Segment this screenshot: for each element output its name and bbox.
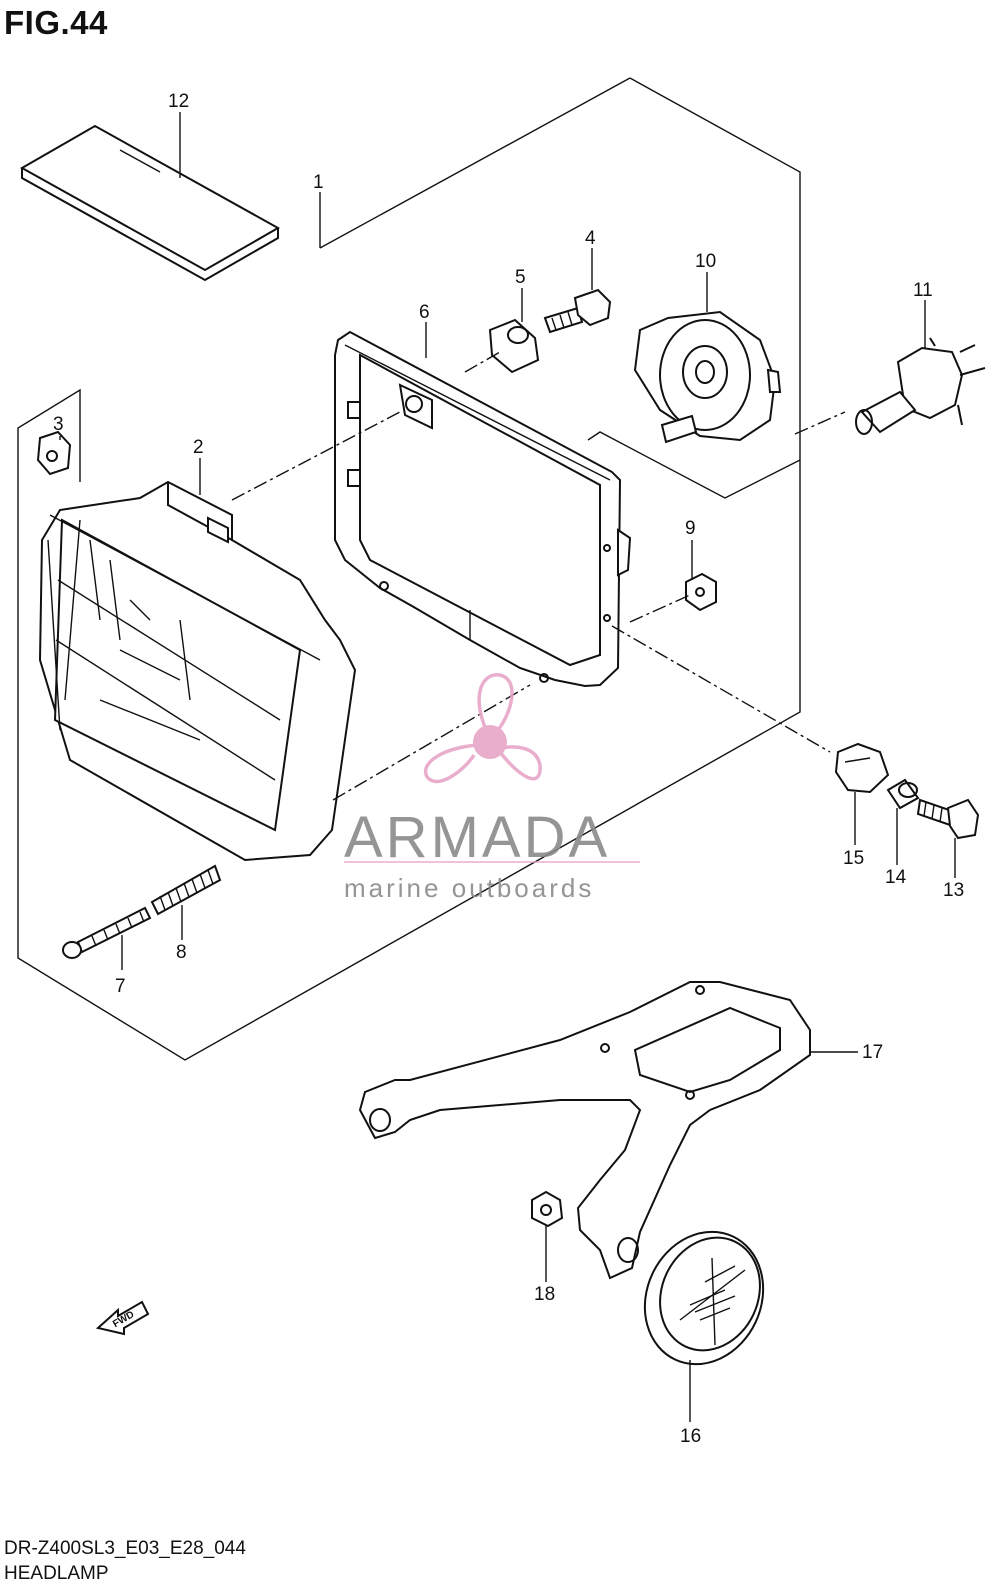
part-8-spring[interactable] [150,864,222,916]
callout-14: 14 [885,867,907,888]
watermark-logo: ARMADA marine outboards [344,673,640,903]
callout-1: 1 [313,172,324,193]
fwd-arrow: FWD [95,1300,150,1336]
callout-3: 3 [53,414,64,435]
watermark-brand: ARMADA [344,805,610,870]
assembly-boundary [17,77,801,1061]
figure-title: FIG.44 [4,4,108,41]
callout-5: 5 [515,267,526,288]
callout-10: 10 [695,251,716,272]
callout-16: 16 [680,1426,701,1447]
part-16-reflector[interactable] [624,1212,785,1383]
part-7-screw[interactable] [62,906,152,959]
part-12-label-sheet[interactable] [19,124,281,282]
watermark-tagline: marine outboards [344,873,594,903]
part-18-nut[interactable] [531,1190,564,1228]
part-3-nut-clip[interactable] [36,430,72,476]
callout-9: 9 [685,518,696,539]
callout-11: 11 [913,280,933,301]
part-10-socket-cover[interactable] [633,310,782,444]
part-6-rim-frame[interactable] [334,330,632,688]
callout-12: 12 [168,91,189,112]
part-2-headlamp-unit[interactable] [38,480,357,862]
part-17-bracket[interactable] [358,981,811,1280]
callout-15: 15 [843,848,864,869]
propeller-hub [473,725,507,759]
callout-7: 7 [115,976,126,997]
callout-6: 6 [419,302,430,323]
callout-18: 18 [534,1284,555,1305]
propeller-icon [423,673,542,784]
leader-lines [59,112,956,1422]
part-9-nut-clip[interactable] [685,572,717,612]
callout-13: 13 [943,880,964,901]
callout-4: 4 [585,228,596,249]
callout-8: 8 [176,942,187,963]
figure-code: DR-Z400SL3_E03_E28_044 [4,1538,246,1559]
figure-name: HEADLAMP [4,1563,109,1584]
part-13-screw[interactable] [916,798,980,840]
assembly-guide-lines [231,351,846,801]
part-5-grommet[interactable] [488,318,540,374]
callout-2: 2 [193,437,204,458]
part-4-screw[interactable] [543,288,612,334]
callout-17: 17 [862,1042,883,1063]
part-15-grommet[interactable] [834,742,890,794]
part-14-collar[interactable] [886,778,920,810]
callout-labels: 1 2 3 4 5 6 7 8 9 10 11 12 13 14 15 16 1… [53,91,964,1447]
part-11-bulb[interactable] [855,337,986,435]
